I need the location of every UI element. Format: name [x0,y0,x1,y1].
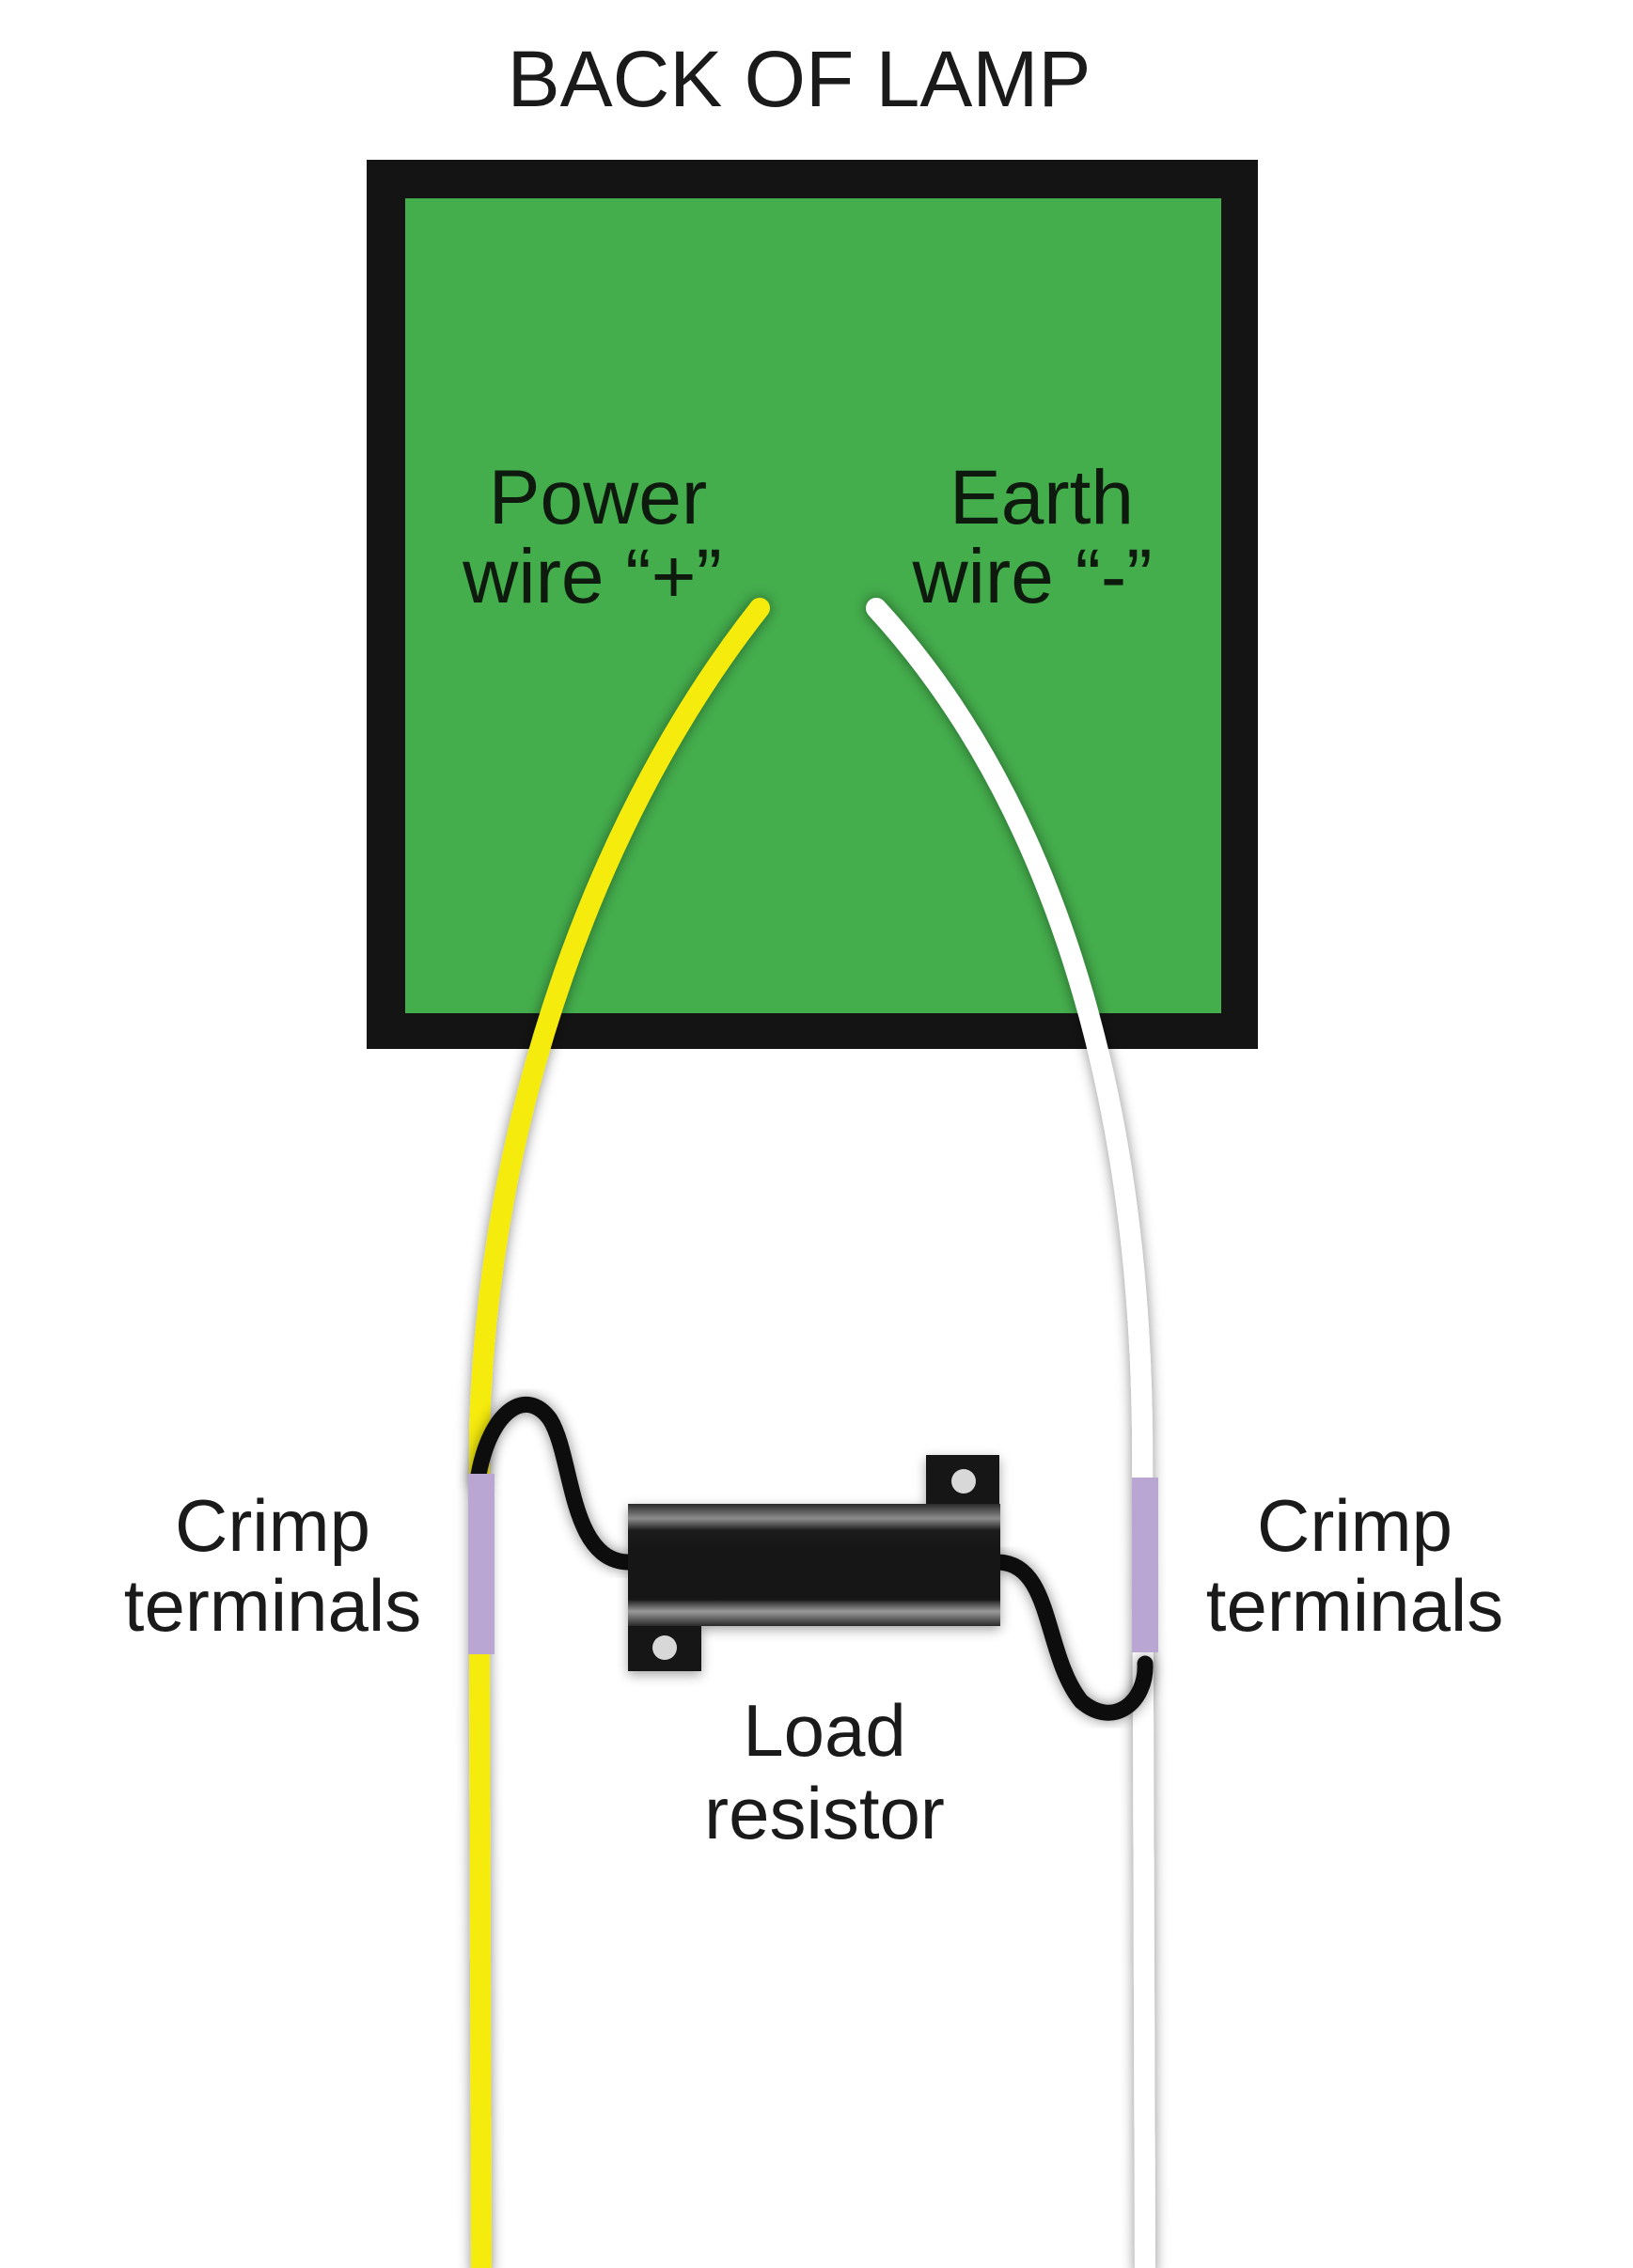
power-wire-label-line2: wire “+” [462,534,722,619]
resistor-label-line2: resistor [704,1772,945,1854]
right-crimp-label-line2: terminals [1206,1564,1503,1647]
diagram-title: BACK OF LAMP [508,35,1091,123]
load-resistor [628,1455,1000,1671]
crimp-terminal-left [468,1474,495,1654]
lamp-back-face [405,198,1221,1013]
resistor-lead-left [469,1396,636,1571]
earth-wire [866,598,1155,2268]
resistor-label-line1: Load [743,1689,906,1772]
power-wire [469,598,770,2268]
power-wire-label-line1: Power [489,455,707,540]
earth-wire-label-line1: Earth [950,455,1134,540]
left-crimp-label-line2: terminals [124,1564,421,1647]
right-crimp-label-line1: Crimp [1257,1484,1452,1567]
earth-wire-label-line2: wire “-” [911,534,1152,619]
crimp-terminal-right [1132,1478,1158,1652]
resistor-lead-right [990,1554,1154,1721]
left-crimp-label-line1: Crimp [175,1484,370,1567]
